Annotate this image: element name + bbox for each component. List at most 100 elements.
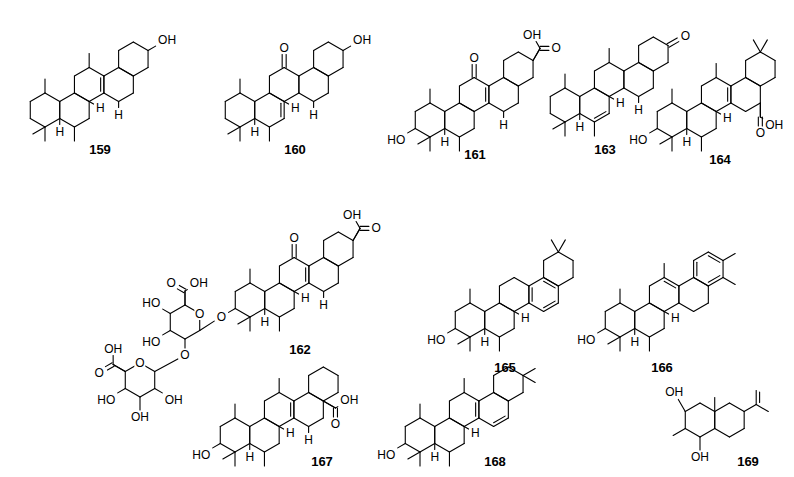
- bond-line: [308, 376, 309, 393]
- bond-line: [464, 379, 465, 393]
- bond-line: [449, 418, 464, 427]
- bond-line: [760, 78, 775, 87]
- bond-line: [254, 102, 255, 119]
- bond-line: [249, 427, 250, 444]
- bond-line: [484, 312, 485, 329]
- bond-line: [679, 278, 694, 287]
- bond-line: [459, 78, 474, 87]
- bond-line: [448, 329, 456, 333]
- bond-line: [760, 86, 761, 103]
- bond-line: [239, 79, 240, 93]
- bond-line: [624, 63, 639, 72]
- bond-line: [459, 86, 460, 103]
- atom-label: O: [550, 42, 561, 54]
- bond-line: [529, 278, 544, 287]
- bond-line: [494, 393, 509, 402]
- compound-number: 167: [311, 455, 333, 469]
- bond-line: [59, 102, 60, 119]
- bond-line: [313, 51, 314, 68]
- bond-line: [653, 63, 668, 72]
- bond-line: [731, 78, 746, 87]
- bond-line: [605, 329, 620, 338]
- bond-line: [760, 103, 761, 117]
- bond-line: [594, 122, 595, 136]
- bond-line: [254, 119, 255, 125]
- bond-line: [727, 88, 728, 101]
- bond-line: [619, 337, 620, 351]
- bond-line: [170, 314, 171, 331]
- bond-line: [139, 397, 140, 410]
- bond-line: [89, 93, 104, 102]
- bond-line: [671, 89, 672, 103]
- bond-line: [701, 129, 716, 138]
- atom-label: O: [216, 311, 227, 323]
- atom-label: OH: [664, 386, 684, 398]
- bond-line: [328, 68, 343, 77]
- bond-line: [553, 122, 565, 129]
- bond-line: [200, 321, 215, 330]
- atom-label: HO: [386, 134, 406, 146]
- bond-line: [565, 88, 580, 97]
- bond-line: [696, 262, 697, 275]
- bond-line: [499, 329, 514, 338]
- atom-label: OH: [342, 209, 362, 221]
- bond-line: [544, 281, 555, 288]
- bond-line: [148, 51, 149, 68]
- bond-line: [324, 258, 339, 267]
- bond-line: [59, 102, 60, 119]
- bond-line: [620, 303, 635, 312]
- bond-line: [264, 444, 279, 453]
- bond-line: [508, 401, 509, 418]
- bond-line: [723, 278, 735, 285]
- bond-line: [170, 331, 185, 340]
- atom-label: OH: [103, 343, 123, 355]
- bond-line: [464, 418, 479, 427]
- bond-line: [328, 76, 329, 93]
- bond-line: [694, 252, 709, 261]
- bond-line: [264, 292, 265, 309]
- bond-line: [418, 137, 430, 144]
- bond-line: [299, 68, 314, 77]
- atom-label: H: [470, 427, 481, 439]
- bond-line: [518, 52, 533, 61]
- bond-line: [74, 76, 75, 93]
- bond-line: [716, 103, 731, 112]
- bond-line: [228, 127, 240, 134]
- bond-line: [455, 329, 470, 338]
- bond-line: [185, 331, 200, 340]
- atom-label: O: [680, 30, 691, 42]
- bond-line: [435, 418, 450, 427]
- bond-line: [264, 418, 279, 427]
- bond-line: [544, 278, 559, 287]
- bond-line: [701, 103, 716, 112]
- bond-line: [657, 129, 672, 138]
- atom-label: H: [244, 451, 255, 463]
- bond-line: [113, 365, 125, 372]
- bond-line: [220, 418, 235, 427]
- bond-line: [308, 266, 309, 283]
- bond-line: [729, 429, 744, 438]
- bond-line: [708, 256, 719, 263]
- bond-line: [324, 232, 339, 241]
- bond-line: [489, 78, 504, 87]
- bond-line: [234, 404, 235, 418]
- bond-line: [415, 129, 430, 138]
- bond-line: [635, 303, 650, 312]
- bond-line: [239, 127, 240, 141]
- bond-line: [716, 78, 731, 87]
- bond-line: [179, 285, 186, 289]
- atom-label: H: [520, 312, 531, 324]
- bond-line: [343, 46, 351, 50]
- bond-line: [337, 408, 338, 417]
- bond-line: [104, 68, 119, 77]
- bond-line: [478, 401, 479, 418]
- bond-line: [558, 240, 565, 252]
- bond-line: [639, 88, 654, 97]
- bond-line: [313, 102, 314, 108]
- bond-line: [415, 112, 416, 129]
- bond-line: [679, 303, 694, 312]
- bond-line: [639, 63, 654, 72]
- bond-line: [119, 93, 134, 102]
- bond-line: [475, 403, 476, 416]
- bond-line: [444, 129, 445, 135]
